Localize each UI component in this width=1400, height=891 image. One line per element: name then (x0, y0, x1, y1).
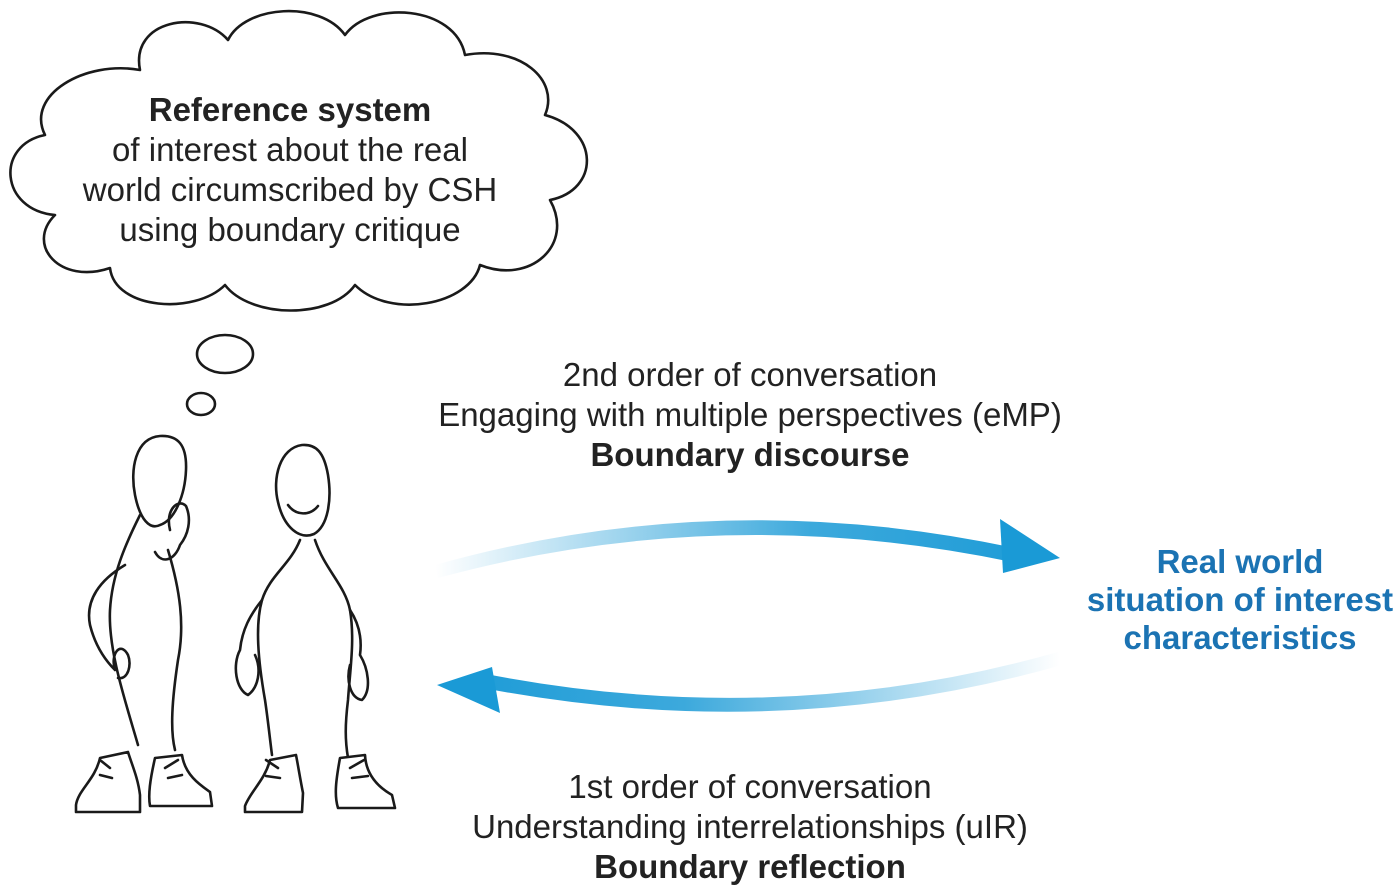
standing-figure-shoe-left (243, 753, 305, 814)
standing-figure-arm-left (234, 598, 264, 697)
standing-figure (234, 443, 397, 814)
thinking-figure-shoe-left (74, 750, 142, 814)
situation-line-3: characteristics (1123, 619, 1357, 656)
second-order-line-1: 2nd order of conversation (562, 356, 938, 393)
arrow-top-body (435, 520, 1015, 578)
arrow-bottom-body (483, 652, 1062, 712)
standing-figure-head (274, 443, 331, 537)
thinking-figure-body (108, 513, 183, 752)
arrow-bottom-head (437, 667, 500, 713)
thinking-figure-head (131, 434, 188, 528)
standing-figure-smile (286, 503, 320, 515)
thought-bubble-large (195, 333, 255, 375)
first-order-label: 1st order of conversation Understanding … (400, 767, 1100, 887)
standing-figure-body (256, 538, 354, 760)
second-order-label: 2nd order of conversation Engaging with … (400, 355, 1100, 475)
thought-bubble-small (185, 391, 217, 417)
reference-system-line-2: world circumscribed by CSH (82, 171, 498, 208)
situation-line-1: Real world (1156, 543, 1324, 580)
standing-figure-arm-right (347, 608, 370, 702)
thought-cloud (9, 9, 589, 312)
arrow-top-head (1000, 519, 1060, 573)
thinking-figure-shoe-right (147, 753, 214, 808)
thinking-figure-hand-to-face (153, 502, 191, 561)
reference-system-title: Reference system (148, 91, 432, 128)
situation-label: Real world situation of interest charact… (1040, 543, 1400, 657)
first-order-line-1: 1st order of conversation (568, 768, 932, 805)
first-order-line-3: Boundary reflection (594, 848, 906, 885)
thinking-figure-arm (87, 563, 131, 680)
thinking-figure-laces (98, 758, 184, 780)
second-order-line-2: Engaging with multiple perspectives (eMP… (438, 396, 1062, 433)
standing-figure-laces (264, 758, 370, 780)
reference-system-line-3: using boundary critique (119, 211, 461, 248)
thinking-figure (74, 434, 214, 814)
first-order-line-2: Understanding interrelationships (uIR) (472, 808, 1028, 845)
standing-figure-shoe-right (334, 753, 397, 810)
second-order-line-3: Boundary discourse (590, 436, 910, 473)
situation-line-2: situation of interest (1086, 581, 1394, 618)
reference-system-text: Reference system of interest about the r… (30, 90, 550, 250)
reference-system-line-1: of interest about the real (112, 131, 468, 168)
